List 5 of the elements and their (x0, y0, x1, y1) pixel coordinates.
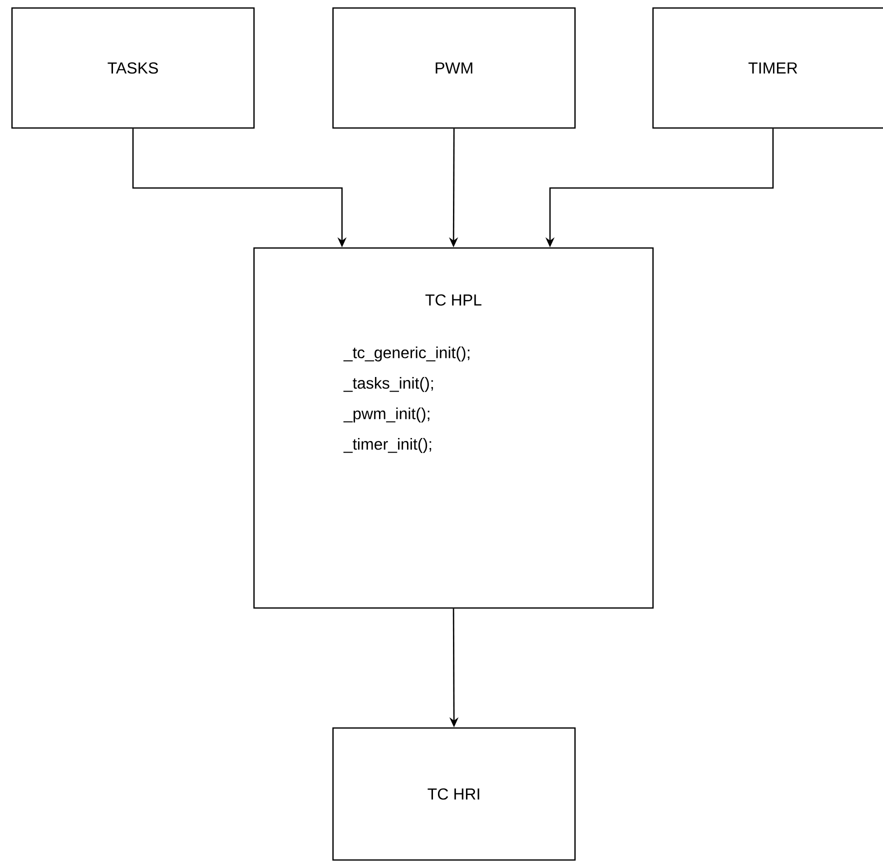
block-box: TIMER (652, 7, 883, 129)
block-box: TC HPL _tc_generic_init(); _tasks_init(); _pwm_init(); _timer_init(); (253, 247, 654, 609)
block-box: TASKS (11, 7, 255, 129)
block-box: TC HRI (332, 727, 576, 861)
block-box: PWM (332, 7, 576, 129)
